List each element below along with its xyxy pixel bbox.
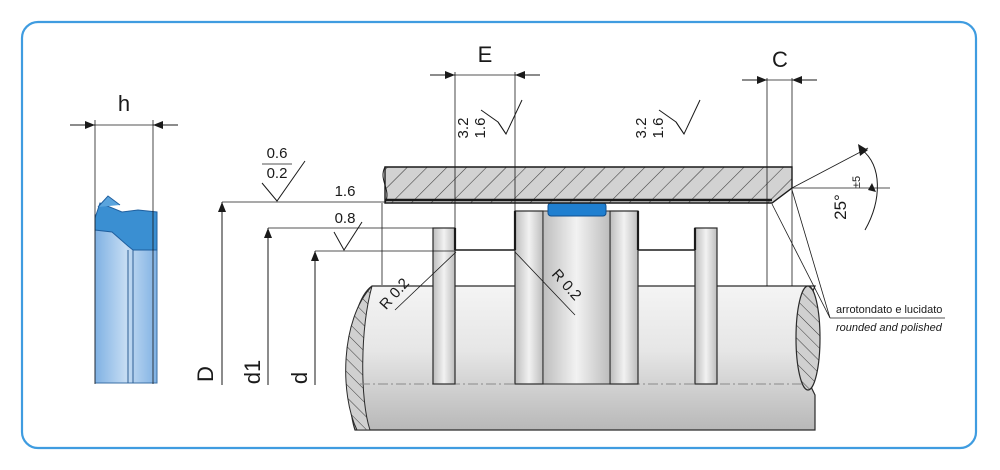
dim-d: d: [287, 372, 312, 384]
svg-text:1.6: 1.6: [650, 118, 667, 139]
svg-text:3.2: 3.2: [455, 118, 472, 139]
note-italian: arrotondato e lucidato: [836, 304, 942, 316]
dim-c: C: [772, 47, 788, 72]
svg-text:±5: ±5: [851, 176, 863, 188]
dim-e: E: [478, 42, 493, 67]
roughness-groove: 3.2 1.6: [455, 99, 523, 139]
roughness-right: 3.2 1.6: [633, 99, 701, 139]
chamfer-angle: 25° ±5: [791, 144, 890, 231]
dim-h: h: [118, 91, 130, 116]
svg-text:1.6: 1.6: [472, 118, 489, 139]
note-english: rounded and polished: [836, 322, 943, 334]
dim-d1: d1: [240, 360, 265, 384]
housing-bore: [384, 166, 793, 204]
land-rings: [432, 210, 718, 385]
roughness-left: 0.6 0.2: [261, 145, 306, 202]
seal-lip: [94, 202, 158, 251]
svg-text:0.6: 0.6: [267, 145, 288, 162]
dim-D: D: [193, 366, 218, 382]
roughness-shaft: 0.8: [335, 210, 356, 227]
svg-text:3.2: 3.2: [633, 118, 650, 139]
roughness-bore: 1.6: [335, 183, 356, 200]
svg-text:25°: 25°: [831, 194, 850, 220]
guide-insert: [547, 202, 607, 217]
svg-text:0.2: 0.2: [267, 165, 288, 182]
seal-profile: [94, 195, 158, 384]
